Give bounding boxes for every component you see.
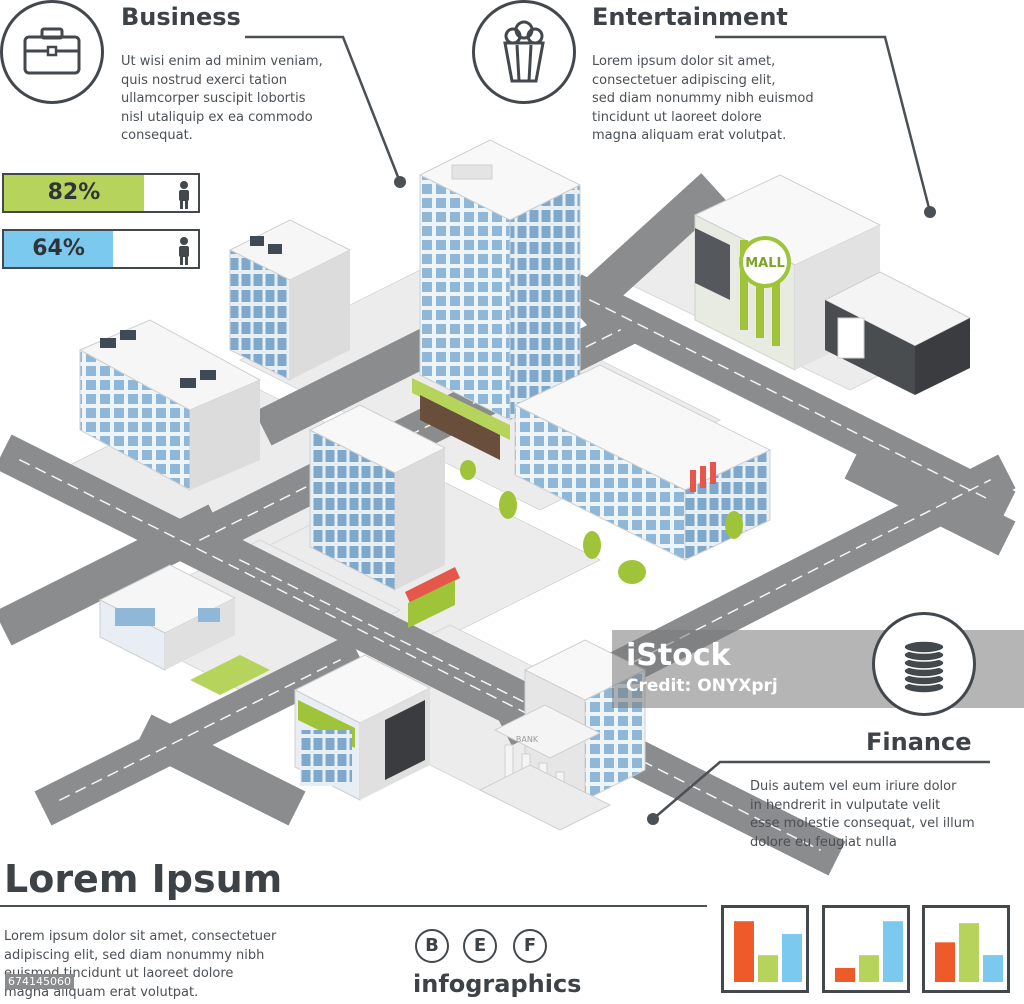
bef-letter-b: B <box>415 929 449 963</box>
central-office-building <box>513 364 772 561</box>
finance-icon-circle <box>872 612 976 716</box>
business-text: Ut wisi enim ad minim veniam, quis nostr… <box>121 54 323 143</box>
business-callout-dot <box>394 176 406 188</box>
small-house <box>98 564 270 695</box>
watermark-brand: iStock <box>626 638 731 673</box>
skyscraper <box>412 139 582 460</box>
mall-building: MALL <box>693 174 972 395</box>
road-network <box>0 173 1016 876</box>
chart-bar-c <box>883 921 903 982</box>
chart-bar-a <box>935 942 955 982</box>
briefcase-icon <box>23 27 81 75</box>
mini-bar-chart-3 <box>922 905 1010 993</box>
bef-letter-f: F <box>513 929 547 963</box>
chart-bar-a <box>734 921 754 982</box>
chart-bar-c <box>782 934 802 982</box>
stat-bar-2-value: 64% <box>32 236 85 261</box>
entertainment-title: Entertainment <box>592 3 788 31</box>
entertainment-text: Lorem ipsum dolor sit amet, consectetuer… <box>592 54 814 143</box>
entertainment-icon-circle <box>472 0 576 104</box>
office-solar-building <box>228 219 352 381</box>
footer-text: Lorem ipsum dolor sit amet, consectetuer… <box>4 929 277 1000</box>
person-icon <box>179 181 189 209</box>
chart-bar-b <box>859 955 879 982</box>
stat-bar-1: 82% <box>2 173 200 213</box>
bef-letter-e: E <box>463 929 497 963</box>
solar-panel-building <box>78 319 262 491</box>
mall-sign: MALL <box>745 256 785 271</box>
bank-sign: BANK <box>516 735 539 744</box>
chart-bar-c <box>983 955 1003 982</box>
chart-bar-b <box>758 955 778 982</box>
watermark-credit: Credit: ONYXprj <box>626 676 778 696</box>
finance-text: Duis autem vel eum iriure dolor in hendr… <box>750 779 975 850</box>
infographics-label: infographics <box>413 970 582 998</box>
callout-lines <box>245 35 990 820</box>
footer-heading: Lorem Ipsum <box>4 857 283 901</box>
popcorn-icon <box>503 20 545 83</box>
mini-bar-chart-2 <box>822 905 910 993</box>
person-icon <box>179 237 189 265</box>
stat-bar-2: 64% <box>2 229 200 269</box>
business-title: Business <box>121 3 241 31</box>
stat-bar-2-fill <box>4 231 114 267</box>
trees <box>460 460 743 584</box>
residential-tower <box>308 404 460 628</box>
coins-icon <box>903 640 945 694</box>
stat-bar-1-fill <box>4 175 144 211</box>
chart-bar-a <box>835 967 855 982</box>
stat-bar-1-value: 82% <box>47 180 101 205</box>
shop-building <box>293 654 432 801</box>
finance-title: Finance <box>866 728 972 756</box>
watermark-id: 674145060 <box>5 974 74 989</box>
mini-bar-chart-1 <box>721 905 809 993</box>
finance-callout-dot <box>647 813 659 825</box>
chart-bar-b <box>959 923 979 982</box>
business-icon-circle <box>0 0 104 104</box>
entertainment-callout-dot <box>924 206 936 218</box>
